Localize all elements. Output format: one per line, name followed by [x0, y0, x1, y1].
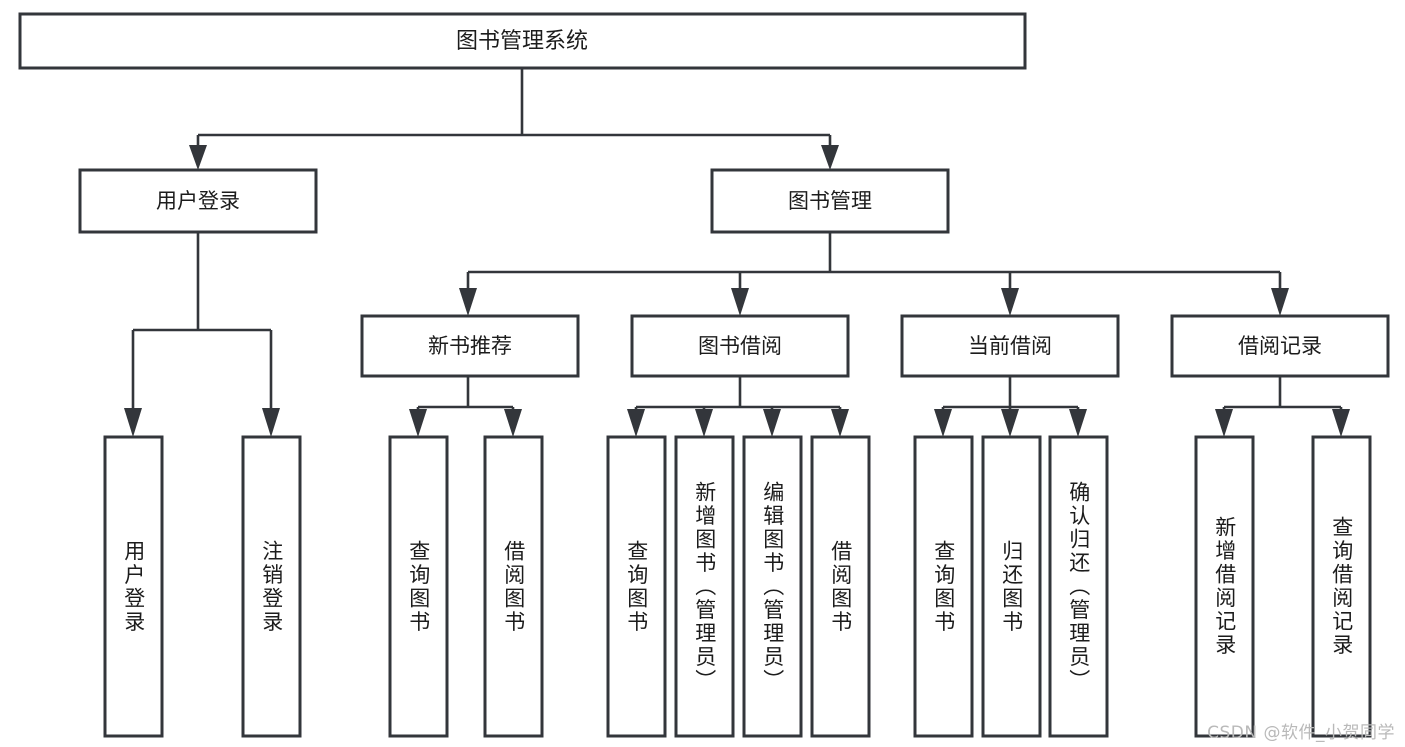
arrow-head-leaf-add-book: [695, 409, 713, 437]
node-current-borrow-label: 当前借阅: [968, 334, 1052, 358]
arrow-head-leaf-confirm-return: [1069, 409, 1087, 437]
arrow-head-leaf-query-book-1: [409, 409, 427, 437]
node-leaf-query-book-1-box[interactable]: [388, 435, 449, 738]
node-borrow-record-box[interactable]: [1170, 314, 1390, 378]
arrow-head-leaf-user-login: [124, 408, 142, 437]
node-user-login-label: 用户登录: [156, 189, 240, 213]
node-leaf-query-book-3-box[interactable]: [913, 435, 974, 738]
node-leaf-return-book-box[interactable]: [981, 435, 1042, 738]
node-leaf-edit-book-box[interactable]: [742, 435, 803, 738]
arrow-head-book-management: [821, 145, 839, 170]
arrow-head-leaf-return-book: [1001, 409, 1019, 437]
arrow-head-leaf-borrow-book-1: [504, 409, 522, 437]
node-root-label: 图书管理系统: [456, 29, 588, 54]
node-leaf-user-logout-box[interactable]: [241, 435, 302, 738]
csdn-watermark: CSDN @软件_小贺同学: [1207, 723, 1395, 743]
connector-layer: [124, 68, 1350, 437]
arrow-head-borrow-record: [1271, 288, 1289, 316]
node-layer: 图书管理系统 用户登录 图书管理 新书推荐 图书借阅 当前借阅 借阅记录: [18, 12, 1390, 738]
node-leaf-user-login-box[interactable]: [103, 435, 164, 738]
node-user-login-box[interactable]: [78, 168, 318, 234]
node-book-management-label: 图书管理: [788, 189, 872, 213]
node-book-management-box[interactable]: [710, 168, 950, 234]
node-leaf-query-record-box[interactable]: [1311, 435, 1372, 738]
arrow-head-leaf-add-record: [1215, 409, 1233, 437]
arrow-head-new-book-recommend: [459, 288, 477, 316]
arrow-head-book-borrow: [731, 288, 749, 316]
node-leaf-query-book-2-box[interactable]: [606, 435, 667, 738]
node-leaf-borrow-book-1-box[interactable]: [483, 435, 544, 738]
node-new-book-recommend-label: 新书推荐: [428, 334, 512, 358]
node-current-borrow-box[interactable]: [900, 314, 1120, 378]
arrow-head-leaf-edit-book: [763, 409, 781, 437]
node-leaf-borrow-book-2-box[interactable]: [810, 435, 871, 738]
node-leaf-confirm-return-box[interactable]: [1048, 435, 1109, 738]
node-borrow-record-label: 借阅记录: [1238, 334, 1322, 358]
node-book-borrow-box[interactable]: [630, 314, 850, 378]
node-book-borrow-label: 图书借阅: [698, 334, 782, 358]
arrow-head-leaf-query-book-3: [934, 409, 952, 437]
arrow-head-user-login: [189, 145, 207, 170]
arrow-head-leaf-query-book-2: [627, 409, 645, 437]
node-new-book-recommend-box[interactable]: [360, 314, 580, 378]
arrow-head-leaf-user-logout: [262, 408, 280, 437]
node-root-box[interactable]: [18, 12, 1027, 70]
arrow-head-leaf-borrow-book-2: [831, 409, 849, 437]
arrow-head-leaf-query-record: [1332, 409, 1350, 437]
node-leaf-add-book-box[interactable]: [674, 435, 735, 738]
node-leaf-add-record-box[interactable]: [1194, 435, 1255, 738]
arrow-head-current-borrow: [1001, 288, 1019, 316]
